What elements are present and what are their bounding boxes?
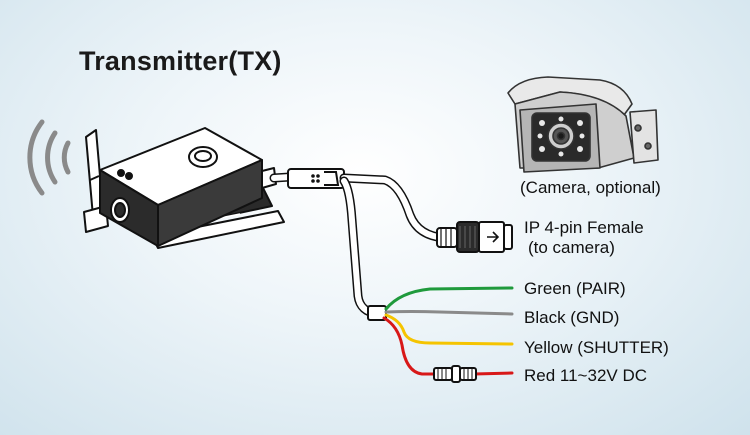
diagram-title: Transmitter(TX) (79, 46, 282, 76)
camera-label: (Camera, optional) (520, 178, 661, 197)
ip-connector-label: IP 4-pin Female (524, 218, 644, 237)
green-wire (384, 286, 514, 311)
red-wire-label: Red 11~32V DC (524, 366, 648, 385)
transmitter-device (83, 127, 285, 249)
red-wire-end (472, 371, 514, 376)
ip-connector-sublabel: (to camera) (528, 238, 615, 257)
camera-cable (339, 173, 450, 243)
camera-illustration (507, 76, 659, 173)
yellow-wire-label: Yellow (SHUTTER) (524, 338, 669, 357)
green-wire-label: Green (PAIR) (524, 279, 626, 298)
yellow-wire (384, 313, 514, 346)
colored-wires (382, 286, 514, 376)
power-cable (339, 176, 383, 319)
black-wire-label: Black (GND) (524, 308, 620, 327)
black-wire (384, 310, 514, 316)
inline-fuse-holder (433, 365, 477, 383)
ip-4pin-connector (436, 221, 513, 253)
wireless-signal-icon (27, 119, 71, 196)
cable-splitter (287, 168, 345, 189)
red-wire (382, 316, 438, 376)
